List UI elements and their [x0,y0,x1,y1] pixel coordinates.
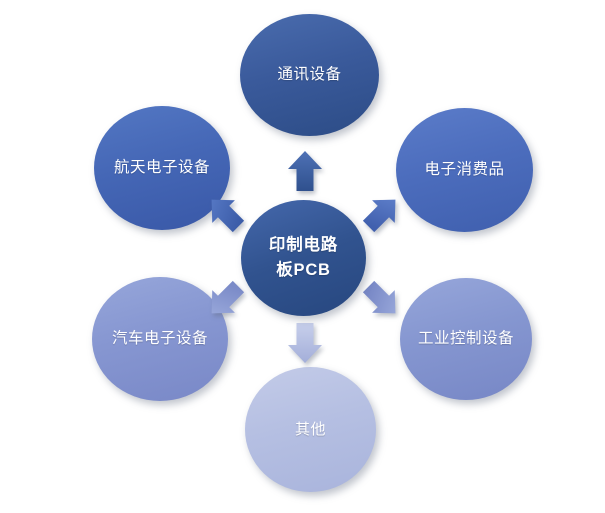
arrow-down-left-icon [205,279,245,321]
node-industrial-control-equipment[interactable]: 工业控制设备 [400,278,532,400]
node-communication-equipment[interactable]: 通讯设备 [240,14,379,136]
center-node-pcb[interactable]: 印制电路 板PCB [241,200,366,316]
node-aerospace-electronics[interactable]: 航天电子设备 [94,106,230,230]
arrow-down-right-icon [362,279,402,321]
arrow-down-icon [286,322,324,364]
center-node-label-line2: 板PCB [276,261,331,279]
center-node-label: 印制电路 板PCB [259,233,348,283]
node-label: 工业控制设备 [417,330,514,347]
node-consumer-electronics[interactable]: 电子消费品 [396,108,533,232]
center-node-label-line1: 印制电路 [268,236,339,255]
node-label: 通讯设备 [277,66,342,83]
arrow-up-icon [286,150,324,192]
node-label: 电子消费品 [424,161,505,178]
node-other[interactable]: 其他 [245,367,376,492]
node-label: 航天电子设备 [113,159,210,176]
node-label: 其他 [294,420,326,438]
node-label: 汽车电子设备 [111,330,208,347]
arrow-up-left-icon [205,192,245,234]
arrow-up-right-icon [362,192,402,234]
node-automotive-electronics[interactable]: 汽车电子设备 [92,277,228,401]
